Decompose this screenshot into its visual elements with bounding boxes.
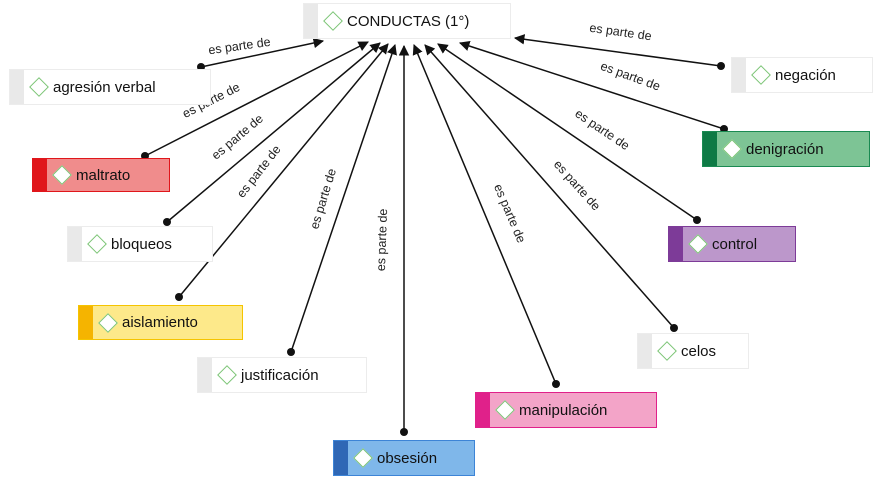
diamond-icon bbox=[353, 448, 373, 468]
node-stripe bbox=[33, 159, 47, 191]
diamond-icon bbox=[52, 165, 72, 185]
node-stripe bbox=[476, 393, 490, 427]
node-celos[interactable]: celos bbox=[638, 334, 748, 368]
edge-label-denigracion: es parte de bbox=[599, 59, 663, 94]
edge-origin-dot bbox=[670, 324, 678, 332]
node-label: bloqueos bbox=[111, 235, 172, 253]
edge-denigracion bbox=[459, 40, 725, 130]
node-label: agresión verbal bbox=[53, 78, 156, 96]
edge-label-manipulacion: es parte de bbox=[491, 182, 528, 245]
edge-justificacion bbox=[290, 44, 397, 353]
diamond-icon bbox=[722, 139, 742, 159]
edge-label-aislamiento: es parte de bbox=[234, 143, 284, 201]
diamond-icon bbox=[217, 365, 237, 385]
node-stripe bbox=[334, 441, 348, 475]
node-agresion-verbal[interactable]: agresión verbal bbox=[10, 70, 210, 104]
node-label: celos bbox=[681, 342, 717, 360]
node-stripe bbox=[703, 132, 717, 166]
diamond-icon bbox=[29, 77, 49, 97]
diamond-icon bbox=[657, 341, 677, 361]
node-manipulacion[interactable]: manipulación bbox=[475, 392, 657, 428]
node-denigracion[interactable]: denigración bbox=[702, 131, 870, 167]
diamond-icon bbox=[87, 234, 107, 254]
edge-bloqueos bbox=[166, 42, 381, 223]
edge-origin-dot bbox=[717, 62, 725, 70]
central-node-conductas[interactable]: CONDUCTAS (1°) bbox=[304, 4, 510, 38]
node-stripe bbox=[732, 58, 746, 92]
node-stripe bbox=[669, 227, 683, 261]
node-stripe bbox=[198, 358, 212, 392]
node-stripe bbox=[10, 70, 24, 104]
node-negacion[interactable]: negación bbox=[732, 58, 872, 92]
edge-origin-dot bbox=[197, 63, 205, 71]
edge-origin-dot bbox=[552, 380, 560, 388]
node-label: obsesión bbox=[377, 449, 438, 467]
edge-origin-dot bbox=[175, 293, 183, 301]
edge-origin-dot bbox=[400, 428, 408, 436]
node-stripe bbox=[68, 227, 82, 261]
edge-negacion bbox=[513, 34, 722, 67]
node-justificacion[interactable]: justificación bbox=[198, 358, 366, 392]
edge-label-justificacion: es parte de bbox=[307, 167, 339, 231]
node-obsesion[interactable]: obsesión bbox=[333, 440, 475, 476]
central-label: CONDUCTAS (1°) bbox=[347, 12, 470, 30]
node-label: negación bbox=[775, 66, 836, 84]
edge-celos bbox=[424, 44, 675, 329]
edge-label-obsesion: es parte de bbox=[374, 208, 390, 271]
node-label: manipulación bbox=[519, 401, 608, 419]
edge-label-control: es parte de bbox=[572, 106, 632, 153]
diamond-icon bbox=[323, 11, 343, 31]
node-bloqueos[interactable]: bloqueos bbox=[68, 227, 212, 261]
edge-agresion-verbal bbox=[200, 37, 325, 68]
edge-manipulacion bbox=[412, 44, 557, 385]
edge-label-celos: es parte de bbox=[551, 157, 603, 213]
node-control[interactable]: control bbox=[668, 226, 796, 262]
diamond-icon bbox=[688, 234, 708, 254]
diamond-icon bbox=[98, 312, 118, 333]
node-stripe bbox=[304, 4, 318, 38]
node-label: control bbox=[712, 235, 758, 253]
edge-origin-dot bbox=[163, 218, 171, 226]
edge-control bbox=[437, 43, 698, 221]
edge-origin-dot bbox=[287, 348, 295, 356]
edge-origin-dot bbox=[693, 216, 701, 224]
node-label: denigración bbox=[746, 140, 824, 158]
node-stripe bbox=[79, 306, 93, 339]
node-label: justificación bbox=[241, 366, 319, 384]
edge-label-negacion: es parte de bbox=[589, 21, 653, 44]
edge-aislamiento bbox=[178, 43, 389, 298]
node-maltrato[interactable]: maltrato bbox=[32, 158, 170, 192]
node-aislamiento[interactable]: aislamiento bbox=[78, 305, 243, 340]
node-label: aislamiento bbox=[122, 314, 198, 331]
diamond-icon bbox=[495, 400, 515, 420]
edge-maltrato bbox=[144, 41, 369, 157]
diamond-icon bbox=[751, 65, 771, 85]
node-stripe bbox=[638, 334, 652, 368]
node-label: maltrato bbox=[76, 166, 131, 184]
